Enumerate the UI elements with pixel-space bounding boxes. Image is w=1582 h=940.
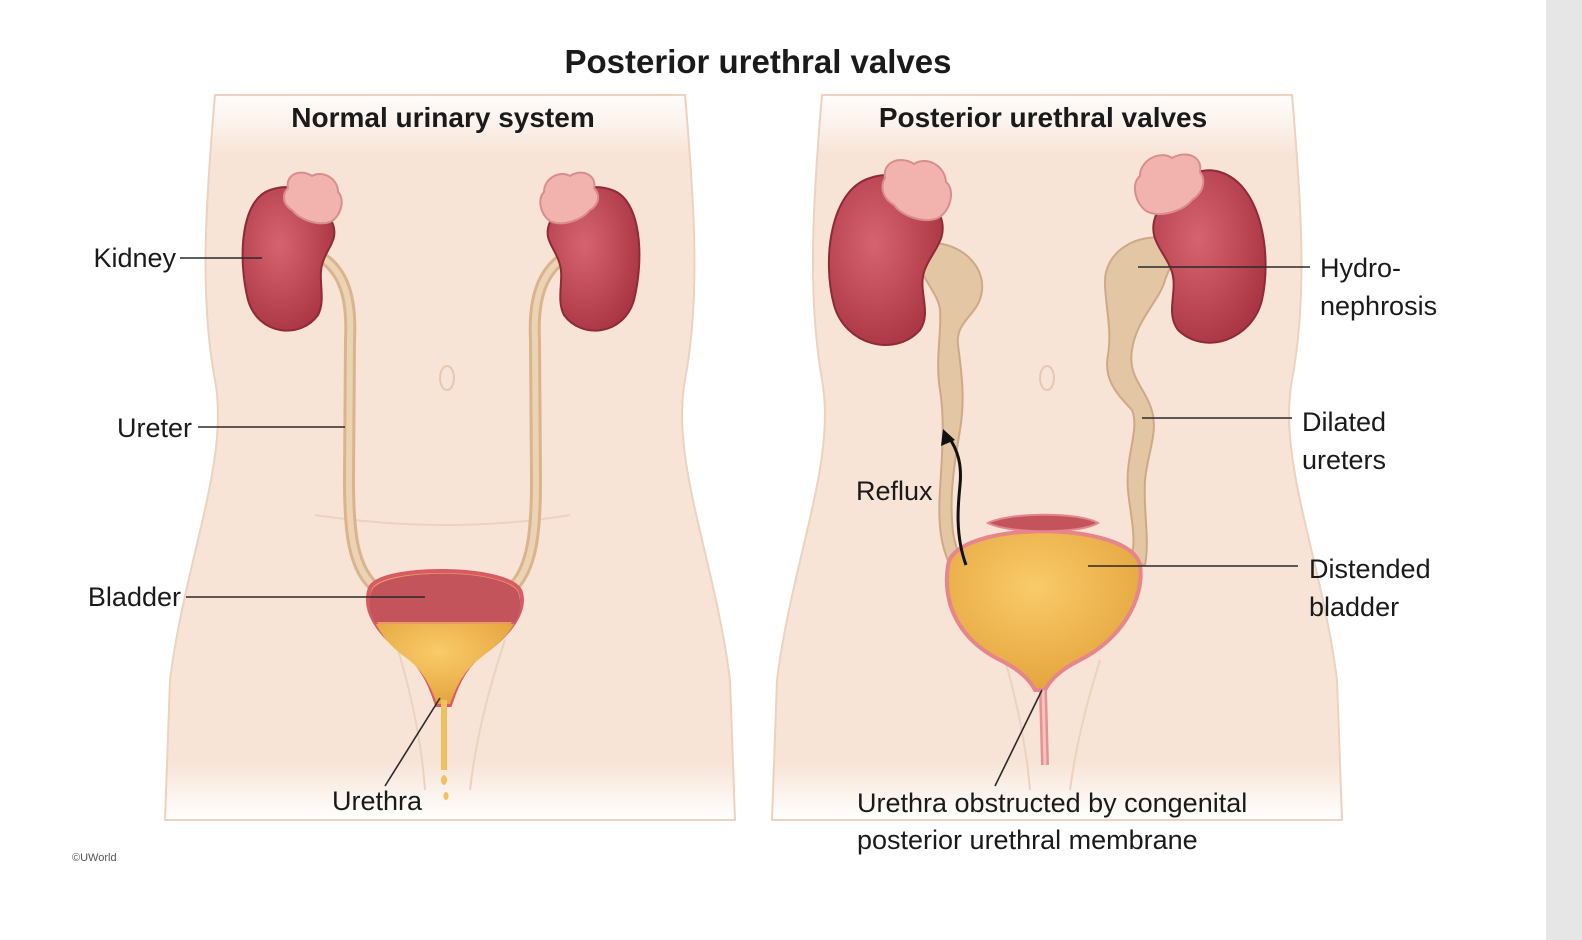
reflux-arrow-head (941, 429, 955, 446)
puv-navel (1039, 365, 1055, 391)
normal-panel-title: Normal urinary system (291, 102, 594, 133)
normal-navel (439, 365, 455, 391)
label-distended-bladder-2: bladder (1309, 592, 1399, 622)
puv-panel-title: Posterior urethral valves (879, 102, 1207, 133)
label-distended-bladder-1: Distended (1309, 554, 1431, 584)
label-ureter: Ureter (117, 413, 192, 443)
label-dilated-ureters-2: ureters (1302, 445, 1386, 475)
normal-urine-drop (441, 775, 447, 785)
label-urethra-obstructed-1: Urethra obstructed by congenital (857, 788, 1247, 818)
puv-left-adrenal (881, 159, 953, 222)
scrollbar[interactable] (1546, 0, 1582, 940)
puv-panel (770, 94, 1344, 821)
normal-torso (163, 94, 737, 821)
puv-legs (1004, 659, 1101, 791)
reflux-arrow (946, 435, 968, 566)
label-dilated-ureters-1: Dilated (1302, 407, 1386, 437)
normal-panel (163, 94, 737, 821)
urinary-diagram: Posterior urethral valves Normal urinary… (72, 43, 1437, 864)
label-kidney: Kidney (93, 243, 176, 273)
label-urethra: Urethra (332, 786, 423, 816)
label-bladder: Bladder (88, 582, 181, 612)
label-urethra-obstructed-2: posterior urethral membrane (857, 825, 1198, 855)
puv-distended-bladder (944, 529, 1143, 692)
label-reflux: Reflux (856, 476, 933, 506)
normal-legs (394, 639, 506, 791)
copyright-credit: ©UWorld (72, 852, 117, 864)
normal-right-adrenal (539, 171, 600, 225)
page-title: Posterior urethral valves (564, 43, 951, 80)
puv-bladder-top (985, 513, 1100, 533)
normal-left-adrenal (282, 171, 343, 225)
label-hydronephrosis-1: Hydro- (1320, 253, 1401, 283)
normal-bladder-mucosa (369, 573, 521, 622)
label-hydronephrosis-2: nephrosis (1320, 291, 1437, 321)
puv-right-adrenal (1133, 153, 1205, 216)
